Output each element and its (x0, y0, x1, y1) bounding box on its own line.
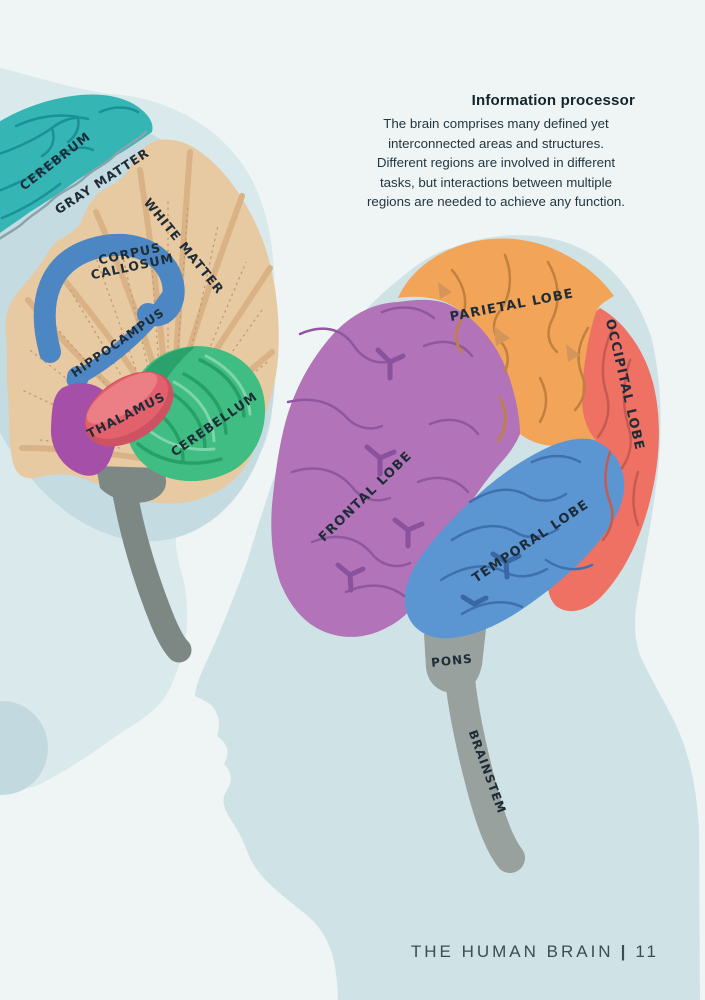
info-body-line: regions are needed to achieve any functi… (367, 194, 625, 209)
info-body-line: interconnected areas and structures. (388, 135, 604, 151)
frontal-sulci-junctions (335, 347, 425, 593)
info-box: Information processor The brain comprise… (357, 92, 635, 212)
footer-book-title: THE HUMAN BRAIN (410, 942, 614, 961)
info-body-line: tasks, but interactions between multiple (379, 174, 613, 190)
page-footer: THE HUMAN BRAIN | 11 (411, 942, 659, 962)
hippocampus-region (66, 283, 180, 388)
parietal-lobe-region (398, 238, 614, 447)
hippocampus-bulb (67, 366, 89, 388)
pons-region (424, 629, 486, 693)
info-body-line: Different regions are involved in differ… (376, 155, 616, 170)
info-body-line: The brain comprises many defined yet (383, 116, 609, 131)
parietal-sulci (450, 253, 590, 443)
temporal-lobe-region (404, 438, 625, 639)
cerebellum-dark-folds (136, 358, 246, 465)
frontal-lobe-region (271, 299, 520, 637)
temporal-sulci-junctions (460, 551, 522, 607)
left-stem-stalk (111, 475, 192, 663)
frontal-sulci (286, 306, 480, 598)
cortex-divider-squiggle (0, 130, 148, 240)
sagittal-brain-illustration (0, 67, 279, 795)
footer-page-number: 11 (635, 942, 659, 961)
lateral-brain-illustration (271, 238, 659, 873)
neck-shadow-blob (0, 701, 48, 795)
info-title: Information processor (471, 92, 635, 109)
brainstem-stalk (444, 653, 525, 873)
thalamus-region (84, 371, 174, 447)
occipital-sulci (596, 328, 640, 542)
cerebrum-sulci (0, 106, 140, 220)
footer-separator: | (620, 942, 629, 961)
info-body: The brain comprises many defined yet int… (357, 114, 635, 212)
